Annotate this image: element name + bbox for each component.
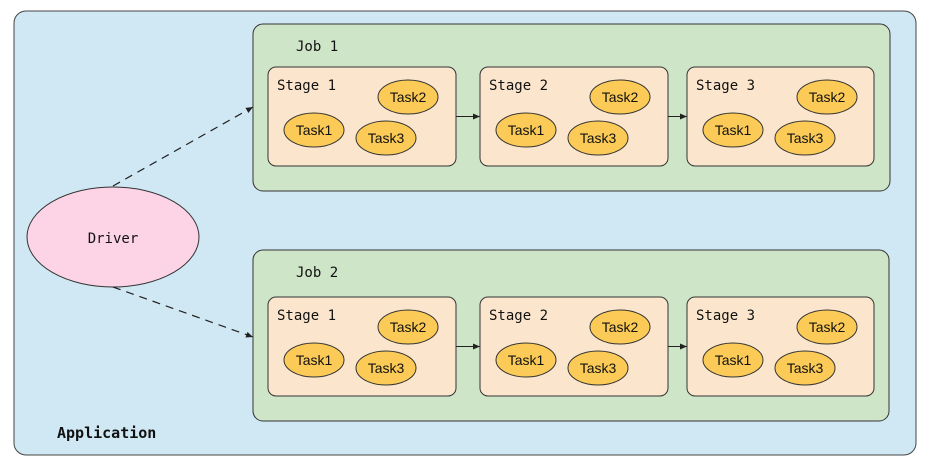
stage-label: Stage 3	[696, 308, 755, 324]
stage-label: Stage 2	[489, 308, 548, 324]
task-ellipse	[567, 350, 629, 386]
job-1-label: Job 1	[296, 39, 338, 55]
stage-label: Stage 3	[696, 78, 755, 94]
task-ellipse	[495, 342, 557, 378]
task-ellipse	[774, 120, 836, 156]
task-label: Task1	[715, 122, 752, 138]
stage-label: Stage 2	[489, 78, 548, 94]
driver-to-job1-arrow	[112, 106, 254, 187]
task-label: Task2	[390, 89, 427, 105]
task-label: Task3	[368, 130, 405, 146]
task-ellipse	[796, 309, 858, 345]
task-ellipse	[774, 350, 836, 386]
task-label: Task1	[508, 122, 545, 138]
application-label: Application	[57, 424, 156, 442]
task-ellipse	[377, 79, 439, 115]
task-ellipse	[796, 79, 858, 115]
driver-label: Driver	[88, 231, 139, 247]
stage-label: Stage 1	[277, 308, 336, 324]
task-ellipse	[567, 120, 629, 156]
task-ellipse	[589, 309, 651, 345]
task-ellipse	[355, 350, 417, 386]
task-label: Task3	[787, 360, 824, 376]
task-ellipse	[377, 309, 439, 345]
task-label: Task2	[602, 89, 639, 105]
task-ellipse	[283, 342, 345, 378]
task-label: Task2	[390, 319, 427, 335]
task-label: Task3	[580, 130, 617, 146]
task-ellipse	[495, 112, 557, 148]
task-label: Task3	[580, 360, 617, 376]
task-label: Task1	[296, 352, 333, 368]
task-label: Task2	[809, 89, 846, 105]
task-ellipse	[702, 342, 764, 378]
task-label: Task2	[602, 319, 639, 335]
task-label: Task1	[715, 352, 752, 368]
driver-to-job2-arrow	[112, 286, 254, 338]
task-label: Task3	[368, 360, 405, 376]
stage-label: Stage 1	[277, 78, 336, 94]
task-ellipse	[702, 112, 764, 148]
task-label: Task1	[508, 352, 545, 368]
task-ellipse	[589, 79, 651, 115]
task-ellipse	[355, 120, 417, 156]
job-2-label: Job 2	[296, 265, 338, 281]
task-label: Task1	[296, 122, 333, 138]
task-ellipse	[283, 112, 345, 148]
task-label: Task2	[809, 319, 846, 335]
task-label: Task3	[787, 130, 824, 146]
